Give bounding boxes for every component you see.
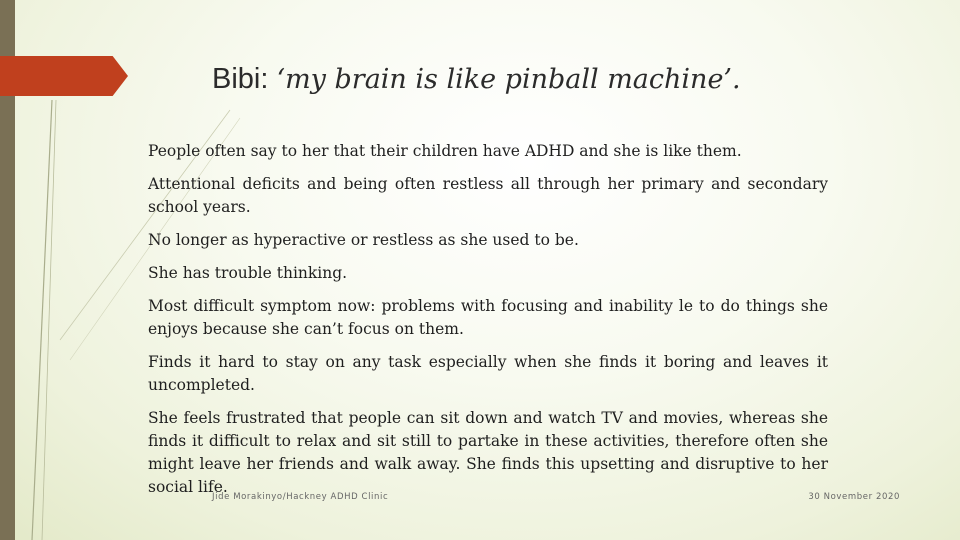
left-accent-bar — [0, 0, 15, 540]
paragraph: Attentional deficits and being often res… — [148, 175, 828, 216]
title-arrow-accent — [0, 56, 128, 96]
paragraph: She has trouble thinking. — [148, 264, 348, 282]
paragraph: People often say to her that their child… — [148, 142, 742, 160]
paragraph: She feels frustrated that people can sit… — [148, 409, 828, 496]
title-name: Bibi: — [212, 63, 277, 95]
title-quote: ‘my brain is like pinball machine’. — [276, 64, 741, 95]
decorative-lines — [31, 99, 241, 540]
footer-date: 30 November 2020 — [808, 492, 900, 502]
content-body: People often say to her that their child… — [148, 140, 828, 509]
paragraph: No longer as hyperactive or restless as … — [148, 231, 579, 249]
paragraph: Finds it hard to stay on any task especi… — [148, 353, 828, 394]
footer-author: Jide Morakinyo/Hackney ADHD Clinic — [212, 492, 389, 502]
slide-title: Bibi: ‘my brain is like pinball machine’… — [212, 56, 932, 100]
paragraph: Most difficult symptom now: problems wit… — [148, 297, 828, 338]
